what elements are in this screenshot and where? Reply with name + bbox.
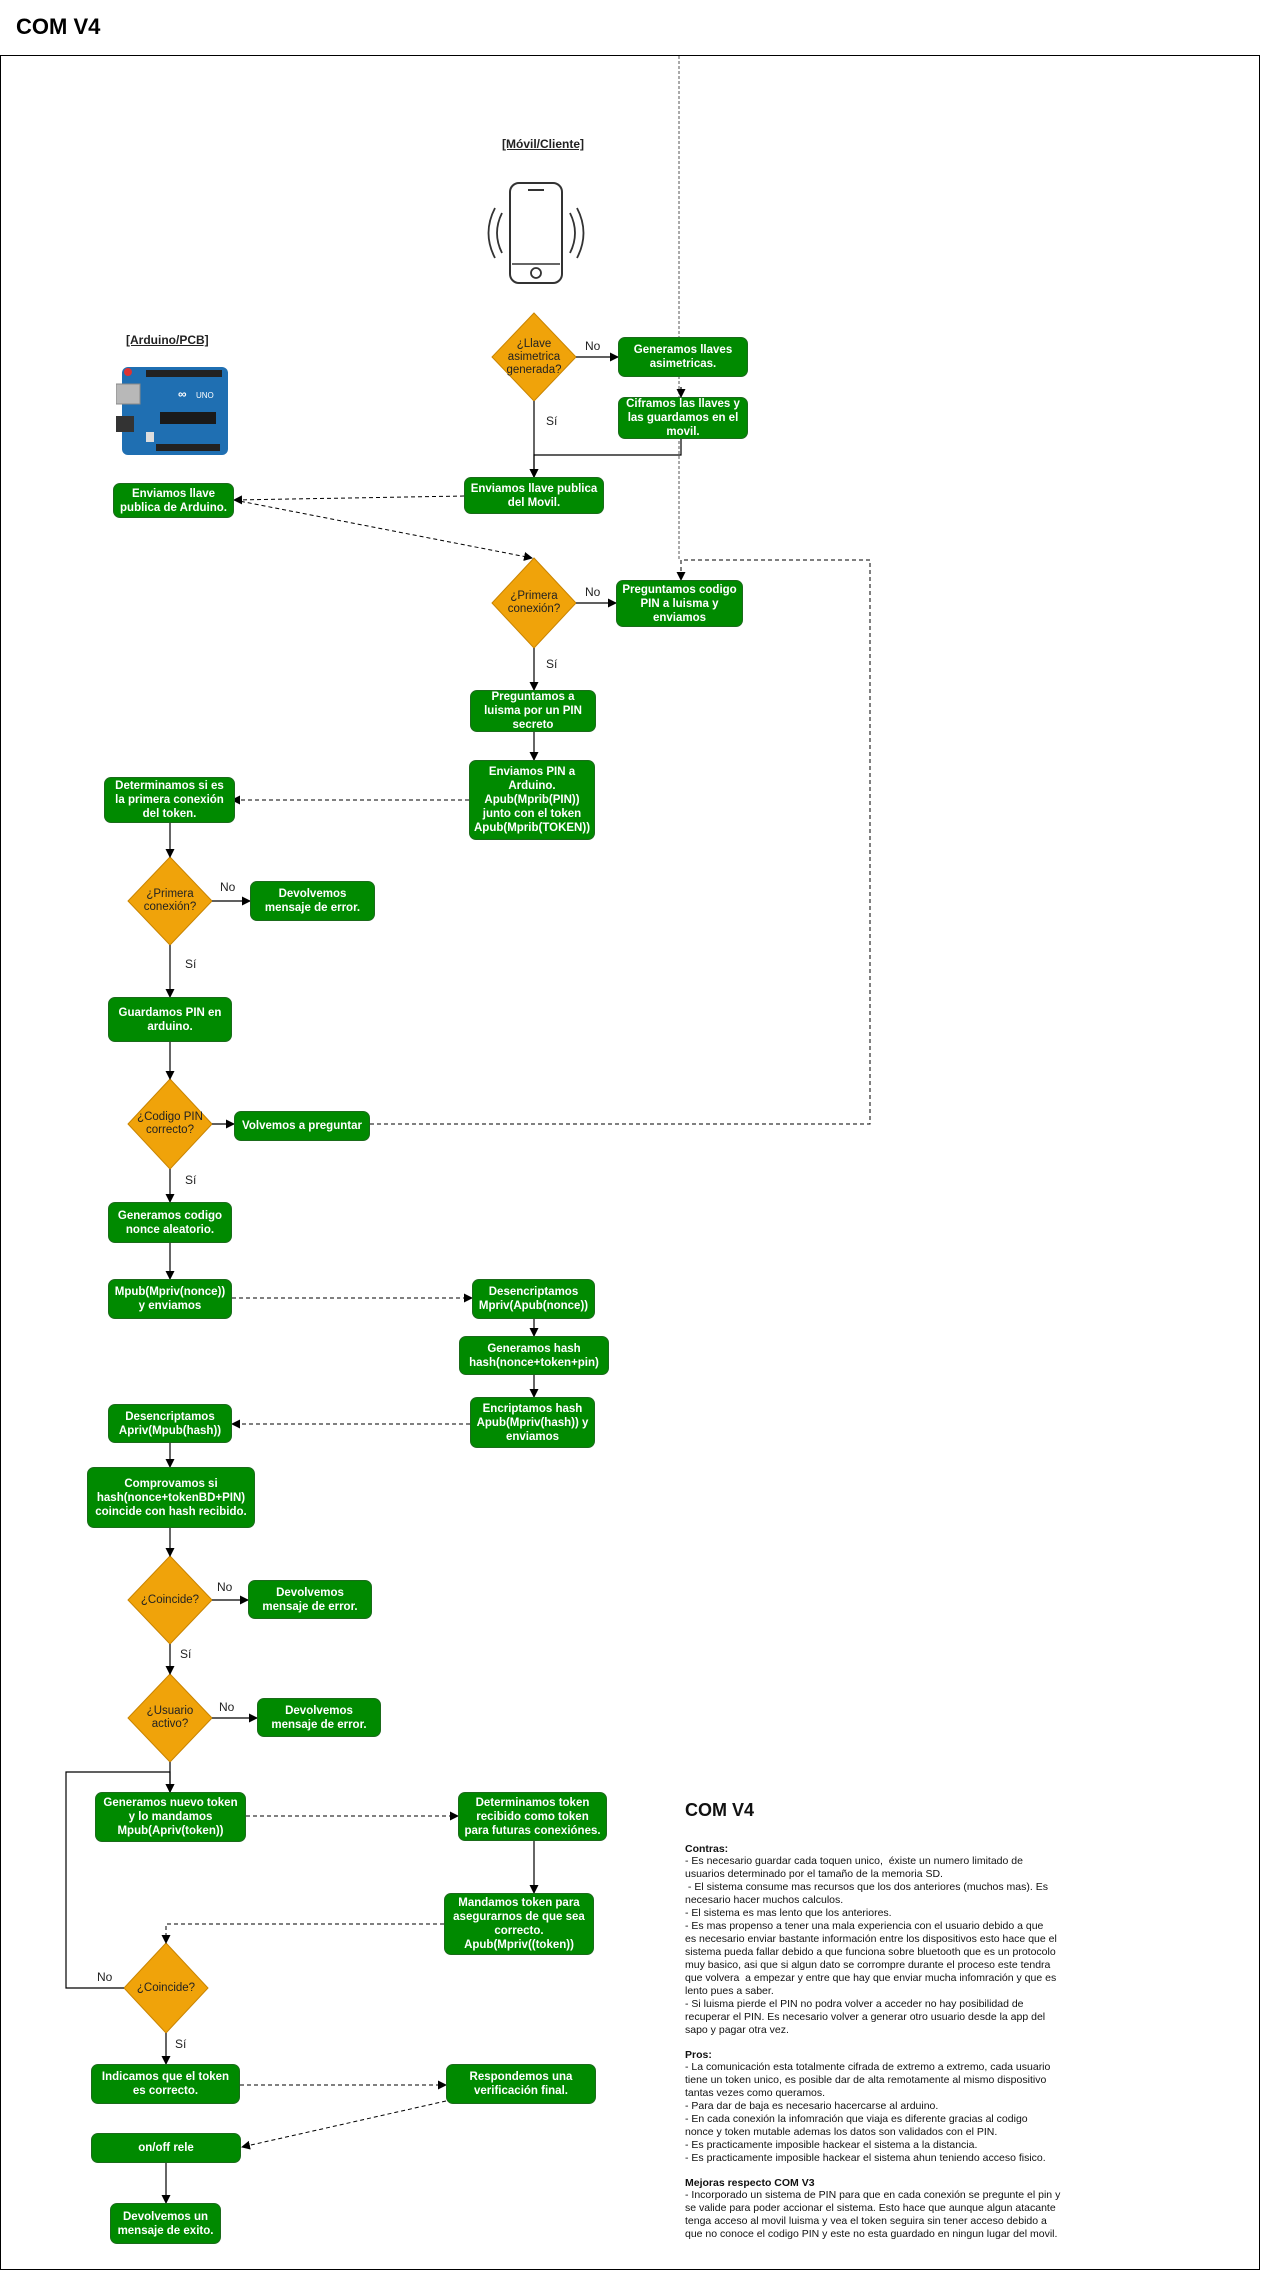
diagram-frame bbox=[0, 55, 1260, 2270]
box-mpub-enviamos: Mpub(Mpriv(nonce)) y enviamos bbox=[108, 1279, 232, 1319]
decision-usuario-activo: ¿Usuario activo? bbox=[146, 1705, 194, 1730]
note-line: recuperar el PIN. Es necesario volver a … bbox=[685, 2011, 1046, 2023]
mejoras-heading: Mejoras respecto COM V3 bbox=[685, 2177, 815, 2189]
note-line: tantas vezes como queramos. bbox=[685, 2087, 826, 2099]
box-comprobamos-hash: Comprovamos si hash(nonce+tokenBD+PIN) c… bbox=[87, 1467, 255, 1528]
box-preguntamos-pin: Preguntamos a luisma por un PIN secreto bbox=[470, 690, 596, 732]
notes-panel: COM V4 Contras: - Es necesario guardar c… bbox=[685, 1800, 1085, 2241]
note-line: usuarios determinado por el tamaño de la… bbox=[685, 1868, 943, 1880]
note-line: - Es mas propenso a tener una mala exper… bbox=[685, 1920, 1044, 1932]
pros-list: - La comunicación esta totalmente cifrad… bbox=[685, 2061, 1085, 2165]
note-line: - Es practicamente imposible hackear el … bbox=[685, 2139, 978, 2151]
box-generamos-nonce: Generamos codigo nonce aleatorio. bbox=[108, 1202, 232, 1243]
box-generamos-hash: Generamos hash hash(nonce+token+pin) bbox=[459, 1336, 609, 1375]
mejoras-list: - Incorporado un sistema de PIN para que… bbox=[685, 2189, 1085, 2241]
column-title-movil: [Móvil/Cliente] bbox=[502, 137, 585, 151]
box-mandamos-token: Mandamos token para asegurarnos de que s… bbox=[444, 1893, 594, 1955]
box-encriptamos-hash: Encriptamos hash Apub(Mpriv(hash)) y env… bbox=[470, 1397, 595, 1448]
note-line: - Es necesario guardar cada toquen unico… bbox=[685, 1855, 1023, 1867]
note-line: sapo y pagar otra vez. bbox=[685, 2024, 789, 2036]
box-devolvemos-error-1: Devolvemos mensaje de error. bbox=[250, 881, 375, 921]
note-line: sistema pueda fallar debido a que funcio… bbox=[685, 1946, 1056, 1958]
label-si: Sí bbox=[185, 1173, 197, 1187]
label-no: No bbox=[585, 339, 601, 353]
label-no: No bbox=[585, 585, 601, 599]
note-line: muy basico, asi que si algun dato se cor… bbox=[685, 1959, 1051, 1971]
box-guardamos-pin: Guardamos PIN en arduino. bbox=[108, 997, 232, 1042]
pros-heading: Pros: bbox=[685, 2049, 712, 2061]
note-line: - El sistema es mas lento que los anteri… bbox=[685, 1907, 892, 1919]
note-line: lento pues a saber. bbox=[685, 1985, 774, 1997]
note-line: se valide para poder accionar el sistema… bbox=[685, 2202, 1056, 2214]
column-title-arduino: [Arduino/PCB] bbox=[126, 333, 209, 347]
label-si: Sí bbox=[546, 414, 558, 428]
decision-codigo-pin: ¿Codigo PIN correcto? bbox=[137, 1111, 203, 1136]
box-enviamos-llave-arduino: Enviamos llave publica de Arduino. bbox=[113, 483, 234, 518]
box-mensaje-exito: Devolvemos un mensaje de exito. bbox=[110, 2203, 221, 2244]
label-si: Sí bbox=[185, 957, 197, 971]
box-determinamos-primera: Determinamos si es la primera conexión d… bbox=[104, 777, 235, 823]
box-devolvemos-error-3: Devolvemos mensaje de error. bbox=[257, 1698, 381, 1737]
note-line: es necesario enviar bastante información… bbox=[685, 1933, 1057, 1945]
decision-coincide-token: ¿Coincide? bbox=[136, 1981, 196, 1994]
smartphone-icon bbox=[487, 182, 585, 284]
svg-text:∞: ∞ bbox=[178, 387, 187, 401]
decision-coincide-hash: ¿Coincide? bbox=[140, 1593, 200, 1606]
box-preguntamos-codigo: Preguntamos codigo PIN a luisma y enviam… bbox=[616, 580, 743, 627]
note-line: - La comunicación esta totalmente cifrad… bbox=[685, 2061, 1051, 2073]
box-generamos-token: Generamos nuevo token y lo mandamos Mpub… bbox=[95, 1792, 246, 1842]
box-enviamos-pin: Enviamos PIN a Arduino. Apub(Mprib(PIN))… bbox=[469, 760, 595, 840]
box-enviamos-llave-movil: Enviamos llave publica del Movil. bbox=[464, 477, 604, 514]
note-line: tiene un token unico, es posible dar de … bbox=[685, 2074, 1047, 2086]
box-indicamos-token: Indicamos que el token es correcto. bbox=[91, 2064, 240, 2104]
note-line: necesario hacer muchos calculos. bbox=[685, 1894, 844, 1906]
svg-text:UNO: UNO bbox=[196, 391, 214, 400]
decision-primera-conexion-movil: ¿Primera conexión? bbox=[507, 590, 561, 615]
contras-heading: Contras: bbox=[685, 1843, 729, 1855]
decision-primera-conexion-arduino: ¿Primera conexión? bbox=[143, 888, 197, 913]
note-line: - Si luisma pierde el PIN no podra volve… bbox=[685, 1998, 1024, 2010]
arduino-board-icon: ∞ UNO bbox=[116, 367, 228, 455]
note-line: - Incorporado un sistema de PIN para que… bbox=[685, 2189, 1061, 2201]
note-line: que no conoce el codigo PIN y este no es… bbox=[685, 2228, 1058, 2240]
label-no: No bbox=[220, 880, 236, 894]
note-line: que volvera a empezar y entre que hay qu… bbox=[685, 1972, 1057, 1984]
box-desencriptamos-mpriv: Desencriptamos Mpriv(Apub(nonce)) bbox=[472, 1279, 595, 1319]
label-si: Sí bbox=[180, 1647, 192, 1661]
note-line: - El sistema consume mas recursos que lo… bbox=[685, 1881, 1048, 1893]
box-volvemos-preguntar: Volvemos a preguntar bbox=[234, 1111, 370, 1141]
label-no: No bbox=[97, 1970, 113, 1984]
label-no: No bbox=[217, 1580, 233, 1594]
note-line: - Para dar de baja es necesario hacercar… bbox=[685, 2100, 939, 2112]
label-no: No bbox=[219, 1700, 235, 1714]
note-line: - En cada conexión la infomración que vi… bbox=[685, 2113, 1028, 2125]
note-line: nonce y token mutable ademas los datos s… bbox=[685, 2126, 998, 2138]
decision-llave-generada: ¿Llave asimetrica generada? bbox=[506, 337, 562, 376]
notes-title: COM V4 bbox=[685, 1800, 755, 1820]
box-generamos-llaves: Generamos llaves asimetricas. bbox=[618, 337, 748, 377]
contras-list: - Es necesario guardar cada toquen unico… bbox=[685, 1855, 1085, 2037]
box-devolvemos-error-2: Devolvemos mensaje de error. bbox=[248, 1580, 372, 1619]
box-respondemos-verificacion: Respondemos una verificación final. bbox=[446, 2064, 596, 2104]
box-on-off-rele: on/off rele bbox=[91, 2133, 241, 2163]
label-si: Sí bbox=[546, 657, 558, 671]
label-si: Sí bbox=[175, 2037, 187, 2051]
page-title: COM V4 bbox=[16, 14, 101, 39]
box-determinamos-token: Determinamos token recibido como token p… bbox=[458, 1792, 607, 1841]
note-line: - Es practicamente imposible hackear el … bbox=[685, 2152, 1046, 2164]
note-line: tenga acceso al movil luisma y vea el to… bbox=[685, 2215, 1047, 2227]
box-desencriptamos-apriv: Desencriptamos Apriv(Mpub(hash)) bbox=[108, 1404, 232, 1443]
box-ciframos-llaves: Ciframos las llaves y las guardamos en e… bbox=[618, 397, 748, 439]
